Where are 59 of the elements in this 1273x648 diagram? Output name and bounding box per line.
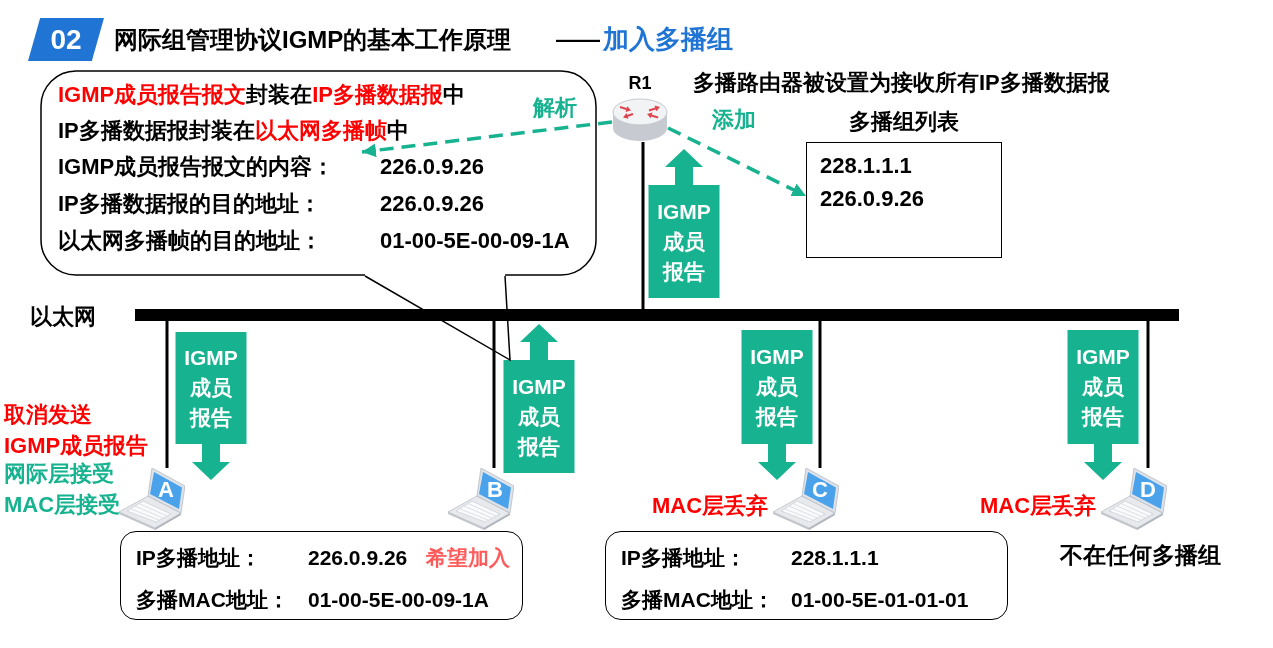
arrow-label: IGMP成员报告 bbox=[183, 345, 239, 431]
link-line bbox=[165, 321, 169, 468]
group-note: 不在任何多播组 bbox=[1060, 541, 1221, 569]
subtitle: 加入多播组 bbox=[603, 23, 733, 56]
status-note: 取消发送 IGMP成员报告 bbox=[4, 401, 149, 460]
arrow-label: IGMP成员报告 bbox=[656, 198, 712, 285]
host-label: B bbox=[486, 476, 504, 504]
field-value: 226.0.9.26 bbox=[380, 154, 484, 180]
field-value: 226.0.9.26 bbox=[308, 546, 408, 570]
status-note: 网际层接受 bbox=[4, 460, 114, 488]
field-label: IP多播数据报的目的地址： bbox=[58, 191, 321, 217]
arrow-label: IGMP成员报告 bbox=[1075, 344, 1131, 430]
host-label: C bbox=[811, 476, 829, 504]
field-value: 01-00-5E-00-09-1A bbox=[380, 228, 570, 254]
field-label: IP多播地址： bbox=[136, 546, 261, 570]
link-line bbox=[818, 321, 822, 468]
address-box bbox=[120, 531, 523, 620]
field-label: IP多播地址： bbox=[621, 546, 746, 570]
status-note: MAC层接受 bbox=[4, 491, 121, 519]
title-dash: —— bbox=[556, 26, 600, 54]
block-arrow bbox=[648, 149, 720, 298]
edge-label: 解析 bbox=[531, 94, 579, 122]
block-arrow bbox=[1067, 330, 1139, 480]
status-note: MAC层丢弃 bbox=[652, 492, 769, 520]
link-line bbox=[1146, 321, 1150, 468]
router-note: 多播路由器被设置为接收所有IP多播数据报 bbox=[693, 69, 1110, 97]
host-label: A bbox=[157, 476, 175, 504]
title: 网际组管理协议IGMP的基本工作原理 bbox=[114, 25, 512, 55]
list-entry: 228.1.1.1 bbox=[820, 153, 912, 179]
link-line bbox=[492, 321, 496, 468]
host-label: D bbox=[1139, 476, 1157, 504]
field-value: 226.0.9.26 bbox=[380, 191, 484, 217]
ethernet-bus bbox=[135, 309, 1179, 321]
callout-text: IGMP成员报告报文封装在IP多播数据报中 bbox=[58, 82, 466, 108]
status-note: MAC层丢弃 bbox=[980, 492, 1097, 520]
arrow-label: IGMP成员报告 bbox=[749, 344, 805, 430]
arrow-label: IGMP成员报告 bbox=[511, 373, 567, 460]
number-badge: 02 bbox=[28, 18, 104, 61]
field-label: IGMP成员报告报文的内容： bbox=[58, 154, 335, 180]
link-line bbox=[641, 142, 645, 309]
address-box bbox=[605, 531, 1008, 620]
network-label: 以太网 bbox=[30, 303, 96, 331]
dashed-arrow bbox=[361, 120, 613, 158]
field-label: 多播MAC地址： bbox=[136, 588, 289, 612]
router-label: R1 bbox=[627, 72, 653, 94]
callout-text: IP多播数据报封装在以太网多播帧中 bbox=[58, 118, 409, 144]
field-value: 01-00-5E-01-01-01 bbox=[791, 588, 969, 612]
join-note: 希望加入 bbox=[426, 546, 510, 570]
dashed-arrow bbox=[667, 126, 807, 198]
edge-label: 添加 bbox=[710, 106, 758, 134]
list-heading: 多播组列表 bbox=[848, 108, 960, 136]
list-entry: 226.0.9.26 bbox=[820, 186, 924, 212]
field-label: 多播MAC地址： bbox=[621, 588, 774, 612]
block-arrow bbox=[741, 330, 813, 480]
field-label: 以太网多播帧的目的地址： bbox=[58, 228, 322, 254]
block-arrow bbox=[503, 324, 575, 473]
block-arrow bbox=[175, 332, 247, 480]
field-value: 01-00-5E-00-09-1A bbox=[308, 588, 489, 612]
field-value: 228.1.1.1 bbox=[791, 546, 879, 570]
